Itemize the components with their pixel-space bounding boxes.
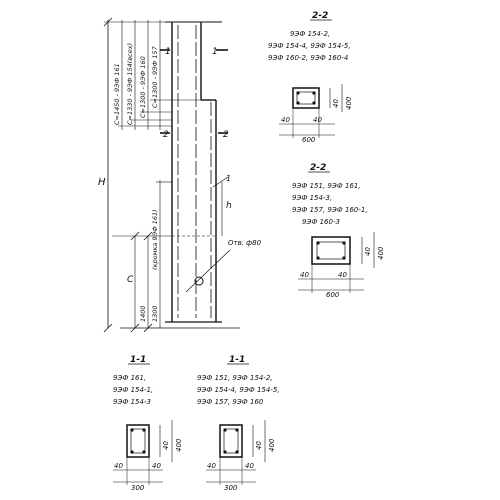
section-mark-2-right: 2 <box>223 130 229 140</box>
h-label: h <box>226 201 232 211</box>
column-elevation <box>103 17 240 333</box>
dim-height: 400 <box>175 438 183 452</box>
section-note-line: 9ЭФ 160-2, 9ЭФ 160-4 <box>268 54 348 62</box>
section-stirrup <box>316 241 346 260</box>
section-outline <box>292 87 320 109</box>
c-label: С <box>127 275 134 285</box>
dim-edge-right: 40 <box>313 116 322 124</box>
dim-edge-side: 40 <box>364 247 372 256</box>
rebar-dot <box>342 241 346 245</box>
dim-edge-left: 40 <box>300 271 309 279</box>
dim-width: 600 <box>326 291 340 299</box>
lower-note: (кромка 9ЭФ 161) <box>151 209 159 270</box>
section-note-line: 9ЭФ 151, 9ЭФ 161, <box>292 182 361 190</box>
section-note-line: 9ЭФ 154-4, 9ЭФ 154-5, <box>197 386 280 394</box>
leader-1 <box>212 176 229 188</box>
section-note-line: 9ЭФ 157, 9ЭФ 160 <box>197 398 264 406</box>
rebar-dot <box>296 91 300 95</box>
rebar-dot <box>316 256 320 260</box>
section-note-line: 9ЭФ 154-4, 9ЭФ 154-5, <box>268 42 351 50</box>
hole-circle <box>194 276 204 286</box>
hole-leader <box>185 249 231 293</box>
section-note-line: 9ЭФ 161, <box>113 374 146 382</box>
dim-edge-side: 40 <box>332 99 340 108</box>
rebar-dot <box>235 428 239 432</box>
section-title: 2-2 <box>310 163 326 173</box>
dim-edge-left: 40 <box>114 462 123 470</box>
section-1-1-b: 1-1 9ЭФ 151, 9ЭФ 154-2, 9ЭФ 154-4, 9ЭФ 1… <box>197 355 280 492</box>
section-mark-1-top-right: 1 <box>212 47 218 57</box>
section-stirrup <box>223 428 239 454</box>
tick <box>143 323 153 333</box>
section-note-line: 9ЭФ 157, 9ЭФ 160-1, <box>292 206 368 214</box>
dim-label-c1: С=1450 - 9ЭФ 161 <box>113 63 121 125</box>
dim-edge-left: 40 <box>207 462 216 470</box>
dim-edge-side: 40 <box>255 441 263 450</box>
dim-height: 400 <box>345 96 353 110</box>
dim-edge-right: 40 <box>245 462 254 470</box>
dim-edge-right: 40 <box>338 271 347 279</box>
dim-label-c4: С=1300 - 9ЭФ 157 <box>151 45 159 108</box>
section-stirrup <box>130 428 146 454</box>
rebar-dot <box>316 241 320 245</box>
section-outline <box>219 424 243 458</box>
section-note-line: 9ЭФ 151, 9ЭФ 154-2, <box>197 374 273 382</box>
rebar-dot <box>130 428 134 432</box>
rebar-dot <box>223 428 227 432</box>
rebar-dot <box>342 256 346 260</box>
dim-edge-side: 40 <box>162 441 170 450</box>
dim-height: 400 <box>377 246 385 260</box>
dim-label-1400: 1400 <box>139 305 147 322</box>
section-title: 1-1 <box>229 355 245 365</box>
dim-height: 400 <box>268 438 276 452</box>
section-note-line: 9ЭФ 160-3 <box>302 218 340 226</box>
rebar-dot <box>312 101 316 105</box>
rebar-dot <box>296 101 300 105</box>
leader-label-1: 1 <box>226 174 231 183</box>
dim-label-c3: С=1300 - 9ЭФ 160 <box>139 56 147 118</box>
section-outline <box>311 236 351 265</box>
section-stirrup <box>296 91 316 105</box>
dim-edge-right: 40 <box>152 462 161 470</box>
rebar-dot <box>235 450 239 454</box>
hole-callout: Отв. ф80 <box>228 239 262 247</box>
section-note-line: 9ЭФ 154-3 <box>113 398 151 406</box>
section-2-2-a: 2-2 9ЭФ 154-2, 9ЭФ 154-4, 9ЭФ 154-5, 9ЭФ… <box>268 11 353 144</box>
dim-edge-left: 40 <box>281 116 290 124</box>
dim-width: 300 <box>131 484 145 492</box>
rebar-dot <box>130 450 134 454</box>
section-outline <box>126 424 150 458</box>
section-1-1-a: 1-1 9ЭФ 161, 9ЭФ 154-1, 9ЭФ 154-3 40 40 … <box>113 355 183 492</box>
section-note-line: 9ЭФ 154-3, <box>292 194 332 202</box>
section-note-line: 9ЭФ 154-1, <box>113 386 153 394</box>
tick <box>130 231 140 241</box>
tick <box>103 17 113 27</box>
rebar-dot <box>312 91 316 95</box>
rebar-dot <box>142 450 146 454</box>
dim-width: 300 <box>224 484 238 492</box>
section-2-2-b: 2-2 9ЭФ 151, 9ЭФ 161, 9ЭФ 154-3, 9ЭФ 157… <box>292 163 385 299</box>
tick <box>130 323 140 333</box>
dim-width: 600 <box>302 136 316 144</box>
section-note-line: 9ЭФ 154-2, <box>290 30 330 38</box>
dim-label-1300: 1300 <box>151 305 159 322</box>
height-label: H <box>98 177 106 188</box>
section-title: 2-2 <box>312 11 328 21</box>
tick <box>103 323 113 333</box>
dim-label-c2: С=1330 - 9ЭФ 154(всех) <box>126 43 134 125</box>
tick <box>143 231 153 241</box>
rebar-dot <box>142 428 146 432</box>
section-title: 1-1 <box>130 355 146 365</box>
section-mark-2-left: 2 <box>163 130 169 140</box>
section-mark-1-top-left: 1 <box>165 47 171 57</box>
rebar-dot <box>223 450 227 454</box>
